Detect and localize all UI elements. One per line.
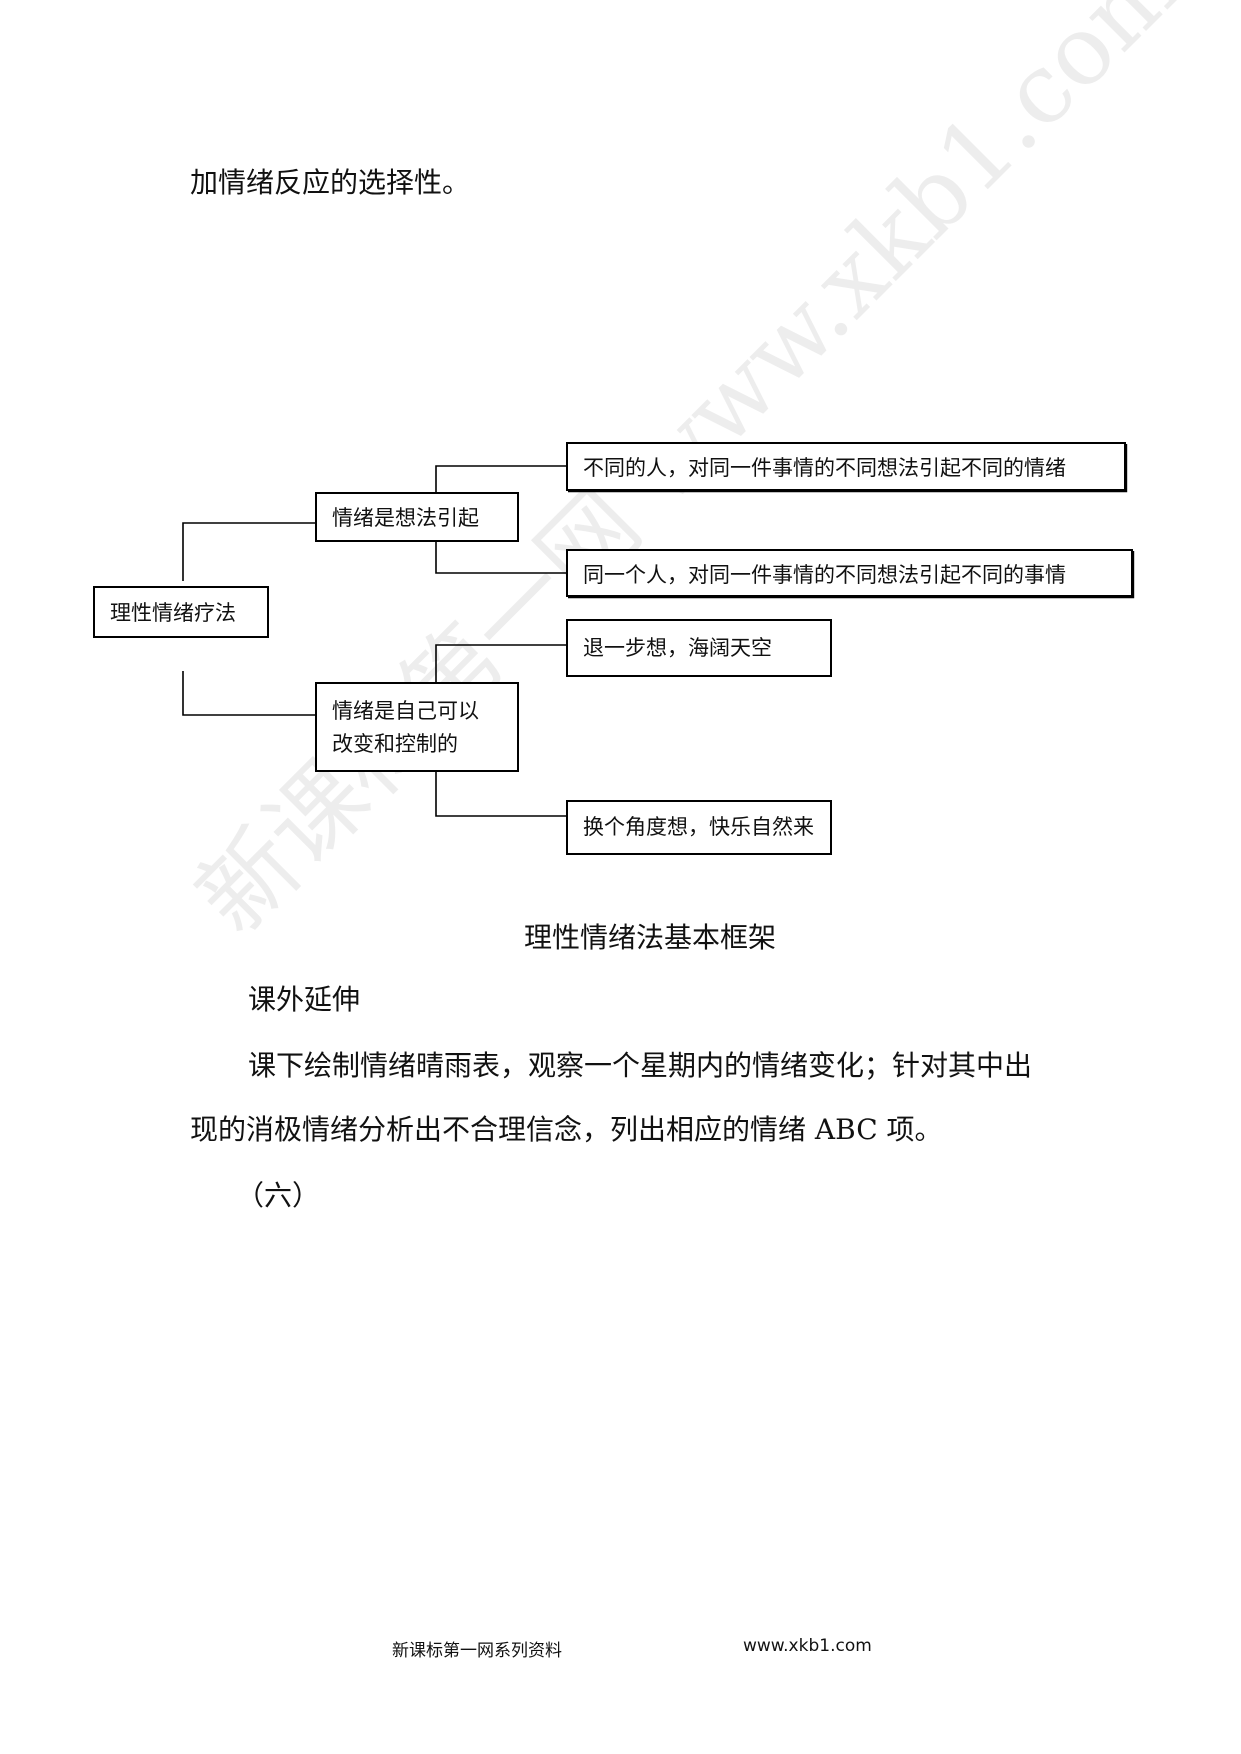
leaf-node-same-person: 同一个人，对同一件事情的不同想法引起不同的事情 xyxy=(566,549,1135,599)
diagram-caption: 理性情绪法基本框架 xyxy=(524,921,777,954)
extension-paragraph-line2: 现的消极情绪分析出不合理信念，列出相应的情绪 ABC 项。 xyxy=(190,1113,943,1146)
leaf-node-step-back: 退一步想，海阔天空 xyxy=(566,619,832,677)
branch-node-thoughts: 情绪是想法引起 xyxy=(315,492,519,542)
leaf-node-another-angle: 换个角度想，快乐自然来 xyxy=(566,800,832,855)
footer-website-link[interactable]: www.xkb1.com xyxy=(743,1636,872,1656)
branch-node-controllable-label-line1: 情绪是自己可以 xyxy=(332,699,479,723)
footer-series-label: 新课标第一网系列资料 xyxy=(392,1641,562,1661)
branch-node-controllable-label-line2: 改变和控制的 xyxy=(332,732,458,756)
leaf-node-different-people: 不同的人，对同一件事情的不同想法引起不同的情绪 xyxy=(566,442,1128,493)
root-node: 理性情绪疗法 xyxy=(93,586,269,638)
section-number-six: （六） xyxy=(236,1179,321,1212)
leaf-node-another-angle-label: 换个角度想，快乐自然来 xyxy=(583,815,814,839)
root-node-label: 理性情绪疗法 xyxy=(110,601,236,625)
branch-node-thoughts-label: 情绪是想法引起 xyxy=(332,506,479,530)
leaf-node-different-people-label: 不同的人，对同一件事情的不同想法引起不同的情绪 xyxy=(583,456,1066,480)
section-heading-extension: 课外延伸 xyxy=(248,983,361,1016)
diagram-connectors xyxy=(182,465,566,817)
intro-paragraph-tail: 加情绪反应的选择性。 xyxy=(190,166,471,199)
leaf-node-step-back-label: 退一步想，海阔天空 xyxy=(583,636,772,660)
branch-node-controllable: 情绪是自己可以 改变和控制的 xyxy=(315,682,519,772)
extension-paragraph-line1: 课下绘制情绪晴雨表，观察一个星期内的情绪变化；针对其中出 xyxy=(248,1049,1033,1082)
leaf-node-same-person-label: 同一个人，对同一件事情的不同想法引起不同的事情 xyxy=(583,563,1066,587)
